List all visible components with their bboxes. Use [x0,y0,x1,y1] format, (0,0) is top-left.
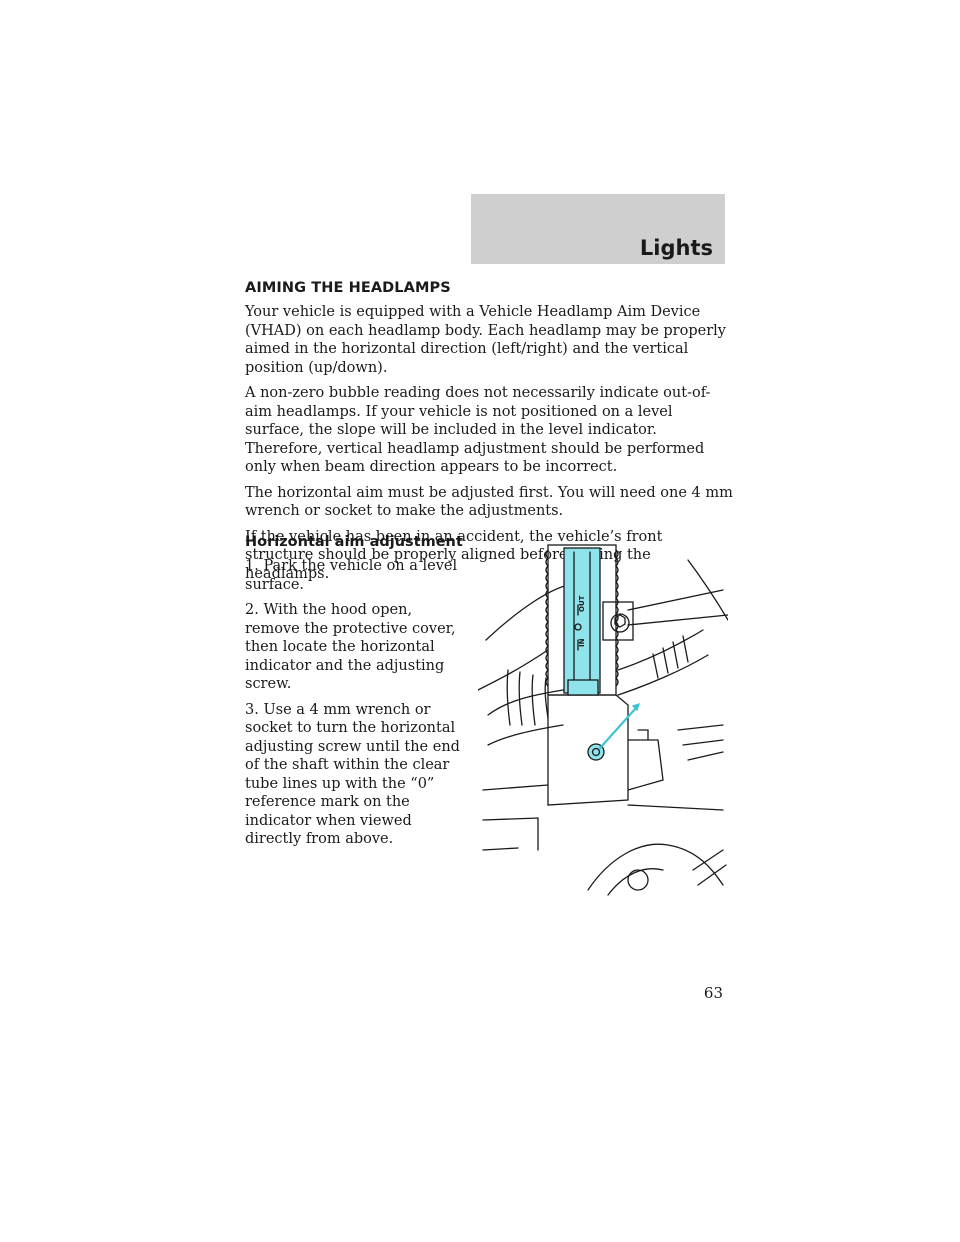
headlamp-aim-illustration: OUT IN [477,530,729,900]
section-header: Lights [471,194,725,264]
main-content: AIMING THE HEADLAMPS Your vehicle is equ… [245,280,733,590]
paragraph: Your vehicle is equipped with a Vehicle … [245,304,726,376]
horizontal-aim-section: Horizontal aim adjustment 1. Park the ve… [245,534,475,856]
step-item: 1. Park the vehicle on a level surface. [245,558,458,593]
paragraph: The horizontal aim must be adjusted firs… [245,484,733,520]
step-item: 3. Use a 4 mm wrench or socket to turn t… [245,701,460,848]
heading-horizontal-aim: Horizontal aim adjustment [245,534,463,550]
out-label: OUT [578,595,586,612]
in-label: IN [578,638,586,647]
paragraph: If the vehicle has been in an accident, … [245,528,663,582]
section-title: Lights [639,236,713,260]
page-number: 63 [703,984,723,1002]
heading-aiming: AIMING THE HEADLAMPS [245,280,451,296]
step-item: 2. With the hood open, remove the protec… [245,602,456,692]
paragraph: A non-zero bubble reading does not neces… [245,385,711,475]
